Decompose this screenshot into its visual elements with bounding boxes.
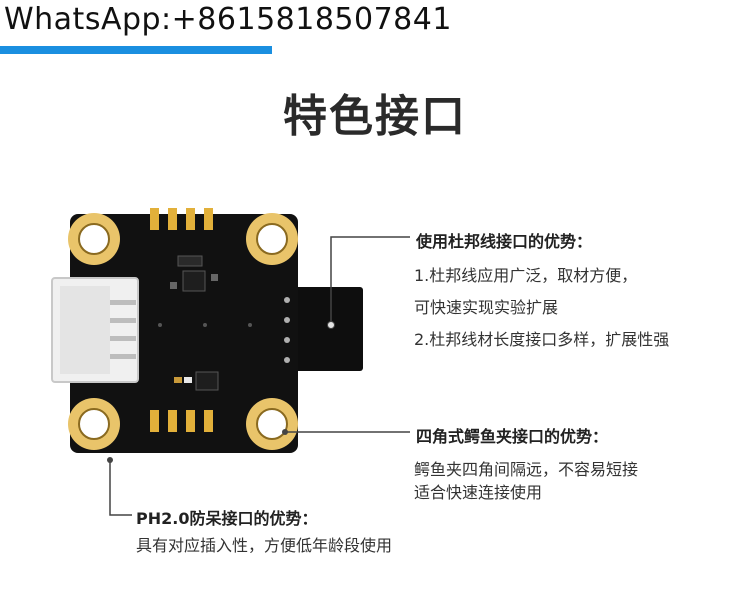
header-pins bbox=[284, 297, 290, 363]
alligator-callout-dot bbox=[282, 429, 288, 435]
contact-underline bbox=[0, 46, 272, 54]
ph-callout-line bbox=[109, 460, 132, 516]
ph-connector bbox=[51, 277, 139, 383]
alligator-callout-line-2: 适合快速连接使用 bbox=[414, 483, 543, 502]
corner-pads bbox=[68, 213, 298, 450]
ph-callout-line-1: 具有对应插入性，方便低年龄段使用 bbox=[136, 536, 393, 555]
page-title: 特色接口 bbox=[283, 91, 467, 142]
dupont-header bbox=[285, 287, 363, 371]
dupont-callout-line-3: 2.杜邦线材长度接口多样，扩展性强 bbox=[414, 330, 670, 349]
dupont-callout-title: 使用杜邦线接口的优势： bbox=[416, 232, 593, 251]
dupont-callout-line-2: 可快速实现实验扩展 bbox=[414, 298, 559, 317]
pcb-body bbox=[70, 214, 298, 453]
alligator-callout-title: 四角式鳄鱼夹接口的优势： bbox=[416, 427, 609, 446]
ph-callout-dot bbox=[107, 457, 113, 463]
whatsapp-contact: WhatsApp:+8615818507841 bbox=[4, 2, 452, 37]
top-pins bbox=[150, 208, 213, 230]
dupont-callout-line bbox=[330, 236, 410, 325]
bottom-pins bbox=[150, 410, 213, 432]
ph-callout-title: PH2.0防呆接口的优势： bbox=[136, 509, 318, 528]
dupont-callout-line-1: 1.杜邦线应用广泛，取材方便， bbox=[414, 266, 638, 285]
dupont-callout-dot bbox=[327, 321, 335, 329]
smd-components bbox=[158, 255, 252, 391]
alligator-callout-line-1: 鳄鱼夹四角间隔远，不容易短接 bbox=[414, 460, 639, 479]
